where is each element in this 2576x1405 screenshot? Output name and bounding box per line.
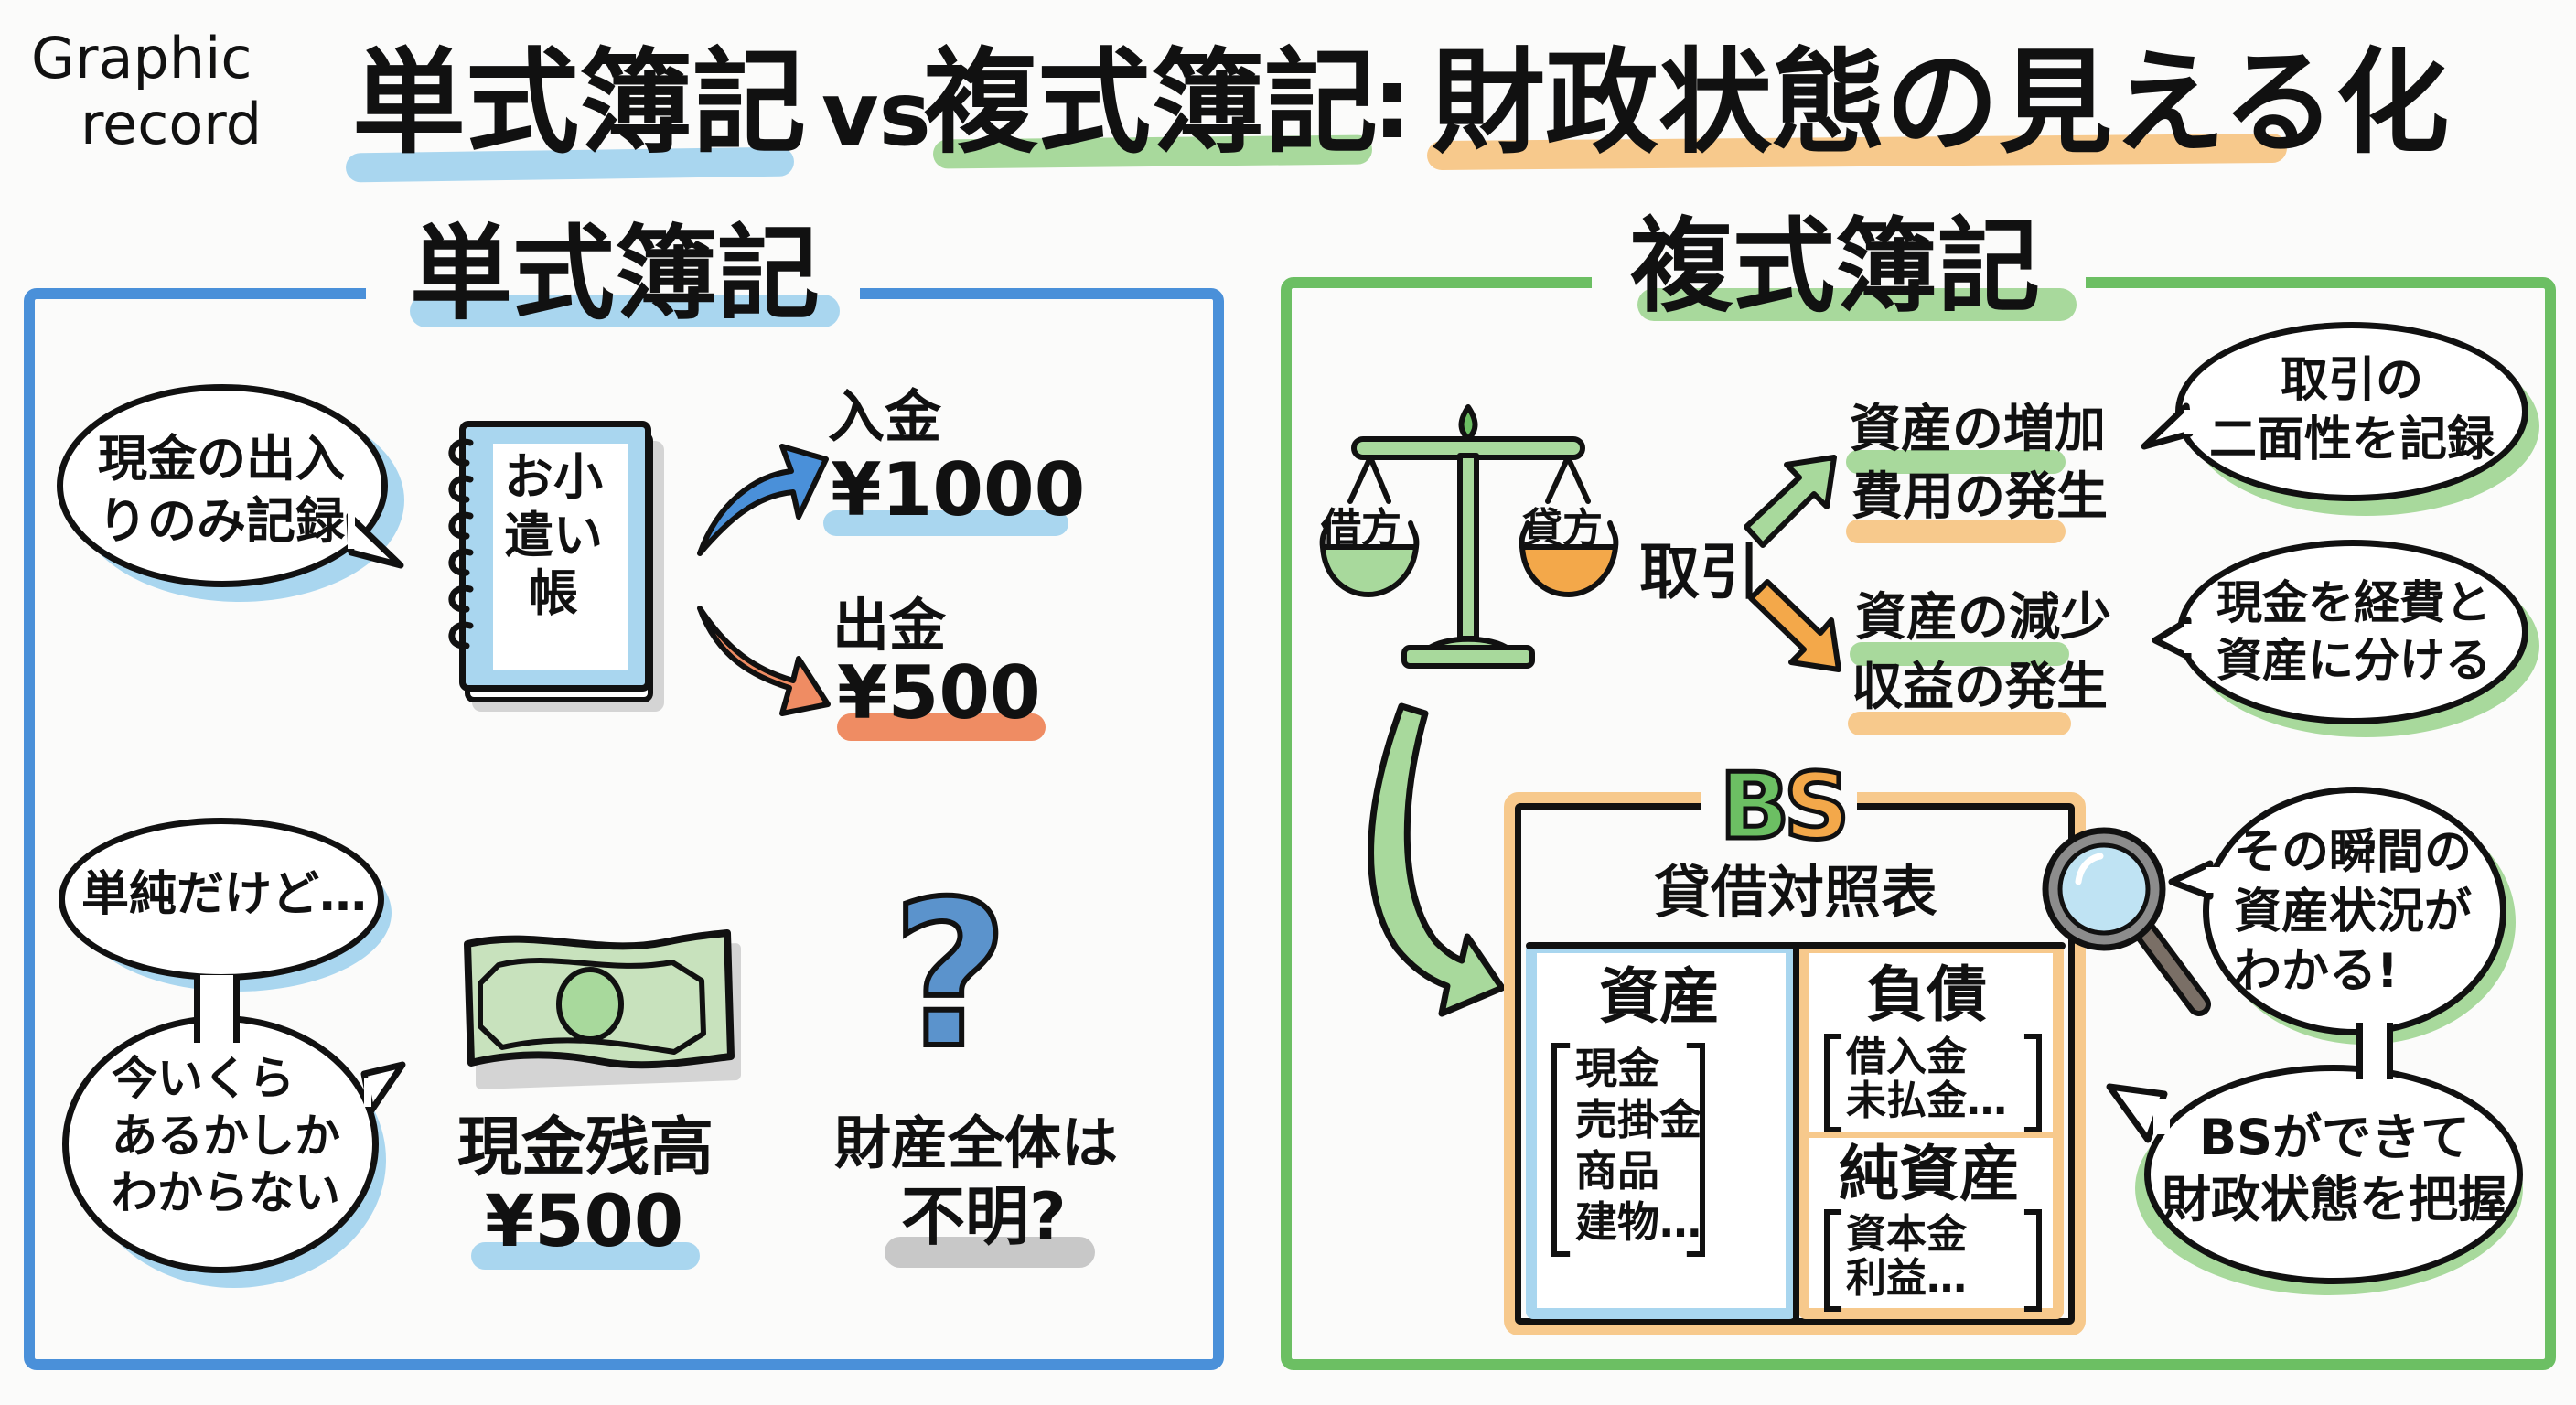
revenue-occur: 収益の発生 — [1852, 658, 2108, 717]
income-arrow-icon — [697, 444, 829, 556]
bs-title-b: B — [1717, 752, 1791, 862]
bubble-simple-but — [59, 818, 384, 981]
bs-assets-heading: 資産 — [1599, 961, 1720, 1032]
bs-liabilities-item: 借入金 — [1846, 1034, 1967, 1080]
cash-balance-label: 現金残高 — [457, 1110, 714, 1185]
revenue-occur-highlight — [1848, 712, 2071, 735]
bs-assets-item: 建物… — [1575, 1197, 1701, 1247]
magnifying-glass-icon — [2042, 827, 2211, 1016]
income-amount-highlight — [823, 510, 1068, 536]
notebook-spiral-rings — [448, 438, 474, 649]
bubble-simple-but-text: 単純だけど… — [80, 867, 367, 922]
bubble-connector — [194, 975, 240, 1043]
increase-arrow-icon — [1744, 455, 1837, 548]
cash-balance-highlight — [471, 1242, 700, 1270]
bs-equity-item: 利益… — [1846, 1255, 1967, 1302]
asset-decrease-highlight — [1850, 642, 2069, 666]
bs-equity-section — [1798, 1132, 2064, 1319]
cash-balance-amount: ¥500 — [485, 1181, 684, 1263]
bubble-only-know-cash-text: 今いくら あるかしか わからない — [112, 1052, 340, 1219]
bubble-grasp-financial-state-text: BSができて 財政状態を把握 — [2162, 1109, 2507, 1228]
bs-liabilities-item: 未払金… — [1846, 1078, 2007, 1124]
title-colon: : — [1372, 47, 1412, 161]
money-bill-icon — [464, 929, 735, 1069]
income-amount: ¥1000 — [831, 447, 1086, 532]
bs-assets-item: 現金 — [1575, 1044, 1659, 1093]
bs-liabilities-heading: 負債 — [1866, 960, 1987, 1030]
question-mark-icon: ? — [889, 857, 1012, 1094]
bs-assets-section — [1526, 942, 1797, 1319]
graphic-record-badge-line2: record — [80, 91, 263, 157]
asset-decrease: 資産の減少 — [1855, 588, 2111, 648]
unknown-line1: 財産全体は — [834, 1110, 1119, 1176]
notebook-icon — [459, 421, 651, 692]
bs-subtitle: 貸借対照表 — [1653, 859, 1938, 926]
graphic-record-badge-line1: Graphic — [31, 25, 252, 91]
asset-increase-highlight — [1846, 450, 2066, 474]
bubble-snapshot-assets-text: その瞬間の 資産状況が わかる! — [2234, 825, 2473, 999]
bubble-split-expense-asset-text: 現金を経費と 資産に分ける — [2216, 576, 2491, 687]
curved-arrow-to-bs-icon — [1368, 702, 1506, 1017]
notebook-label — [493, 444, 628, 670]
bubble-cash-only-text: 現金の出入 りのみ記録 — [98, 430, 345, 550]
double-heading-underline — [1637, 288, 2077, 321]
bs-assets-item: 商品 — [1575, 1146, 1659, 1196]
bubble-tail — [346, 512, 404, 569]
title-double-entry: 複式簿記 — [924, 38, 1379, 169]
bs-equity-item: 資本金 — [1846, 1211, 1967, 1258]
title-single-entry: 単式簿記 — [352, 38, 807, 169]
income-label: 入金 — [828, 383, 942, 450]
decrease-arrow-icon — [1748, 579, 1841, 672]
bubble-tail — [2106, 1083, 2170, 1143]
single-entry-panel — [24, 288, 1224, 1370]
title-visualize: 財政状態の見える化 — [1432, 38, 2450, 169]
expense-arrow-icon — [697, 606, 831, 716]
unknown-highlight — [885, 1237, 1095, 1268]
expense-occur-highlight — [1846, 520, 2066, 543]
unknown-line2: 不明? — [901, 1179, 1067, 1254]
expense-label: 出金 — [832, 592, 947, 659]
bs-column-divider — [1793, 948, 1799, 1323]
bubble-only-know-cash — [62, 1015, 379, 1273]
expense-occur: 費用の発生 — [1852, 467, 2108, 527]
bubble-grasp-financial-state — [2144, 1065, 2523, 1284]
expense-amount-highlight — [837, 713, 1046, 741]
bubble-transaction-duality-text: 取引の 二面性を記録 — [2208, 353, 2495, 467]
bs-title-gap — [1701, 787, 1857, 823]
bs-equity-heading: 純資産 — [1839, 1139, 2020, 1209]
bubble-split-expense-asset — [2177, 540, 2528, 724]
notebook-title: お小 遣い 帳 — [504, 448, 603, 623]
bubble-tail — [2141, 402, 2197, 450]
bs-assets-item: 売掛金 — [1575, 1095, 1701, 1144]
balance-scale-icon — [1319, 404, 1619, 669]
bs-header-divider — [1526, 942, 2066, 949]
scale-credit-label: 貸方 — [1522, 505, 1603, 552]
bubble-tail — [2168, 860, 2219, 900]
bubble-snapshot-assets — [2203, 787, 2506, 1035]
single-heading-underline — [410, 295, 840, 327]
bubble-cash-only-record — [57, 384, 388, 587]
bubble-tail — [2152, 617, 2197, 660]
transaction-label: 取引 — [1639, 537, 1760, 607]
bubble-connector — [2356, 1023, 2393, 1079]
bs-title-s: S — [1781, 752, 1852, 862]
single-entry-heading: 単式簿記 — [410, 215, 820, 334]
expense-amount: ¥500 — [837, 650, 1041, 735]
scale-debit-label: 借方 — [1321, 505, 1401, 552]
asset-increase: 資産の増加 — [1850, 400, 2106, 459]
bubble-tail — [360, 1061, 406, 1114]
title-vs: vs — [821, 63, 931, 166]
double-entry-heading: 複式簿記 — [1630, 208, 2040, 327]
